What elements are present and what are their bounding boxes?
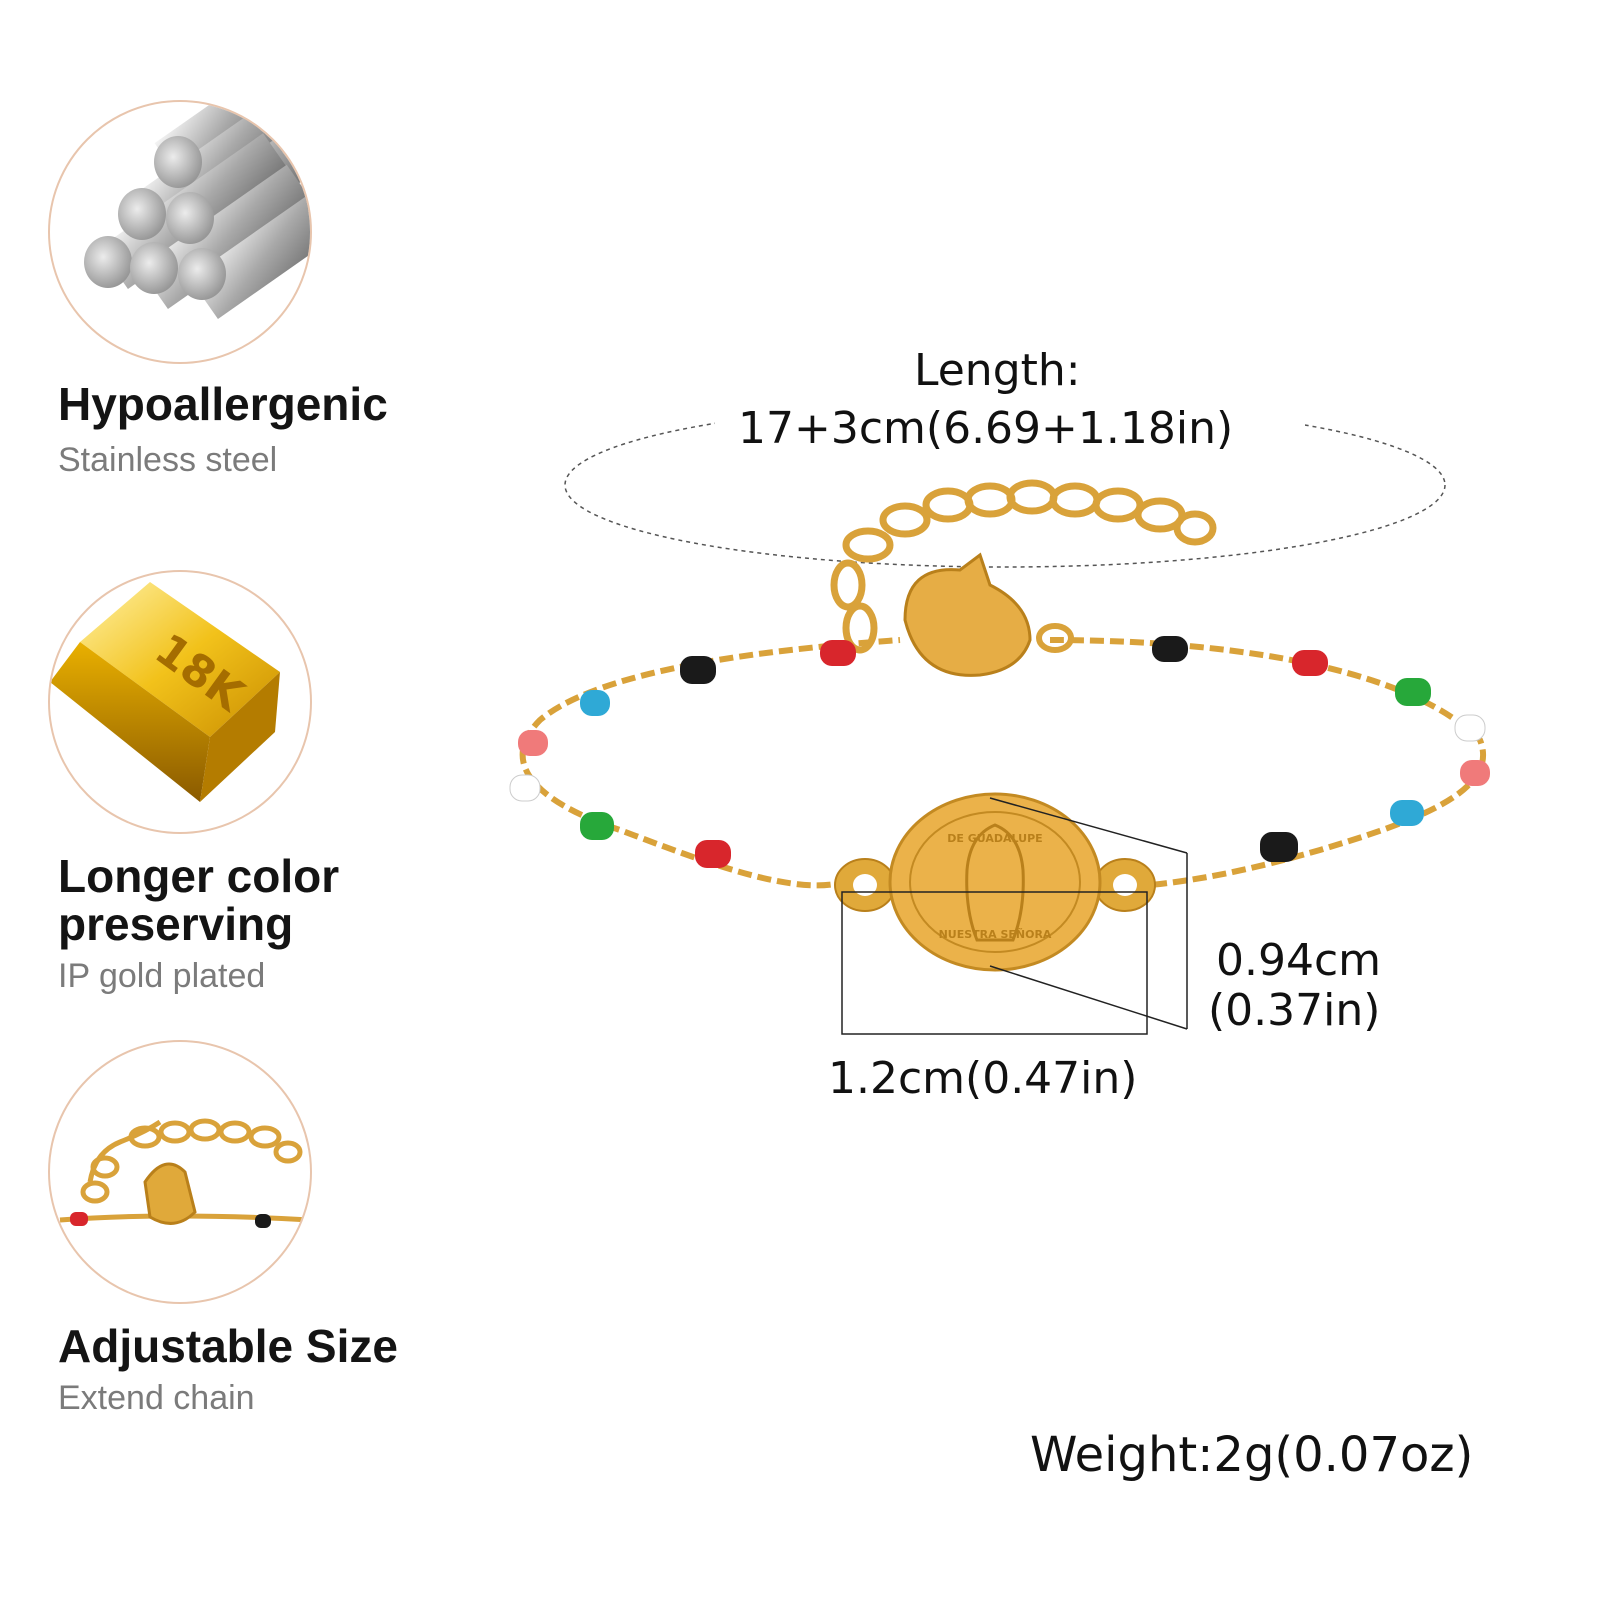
pendant-text-bottom: NUESTRA SEÑORA — [939, 928, 1052, 941]
extend-chain-icon — [48, 1040, 312, 1304]
gold-bar-icon: 18K — [48, 570, 312, 834]
dimension-guides — [841, 797, 1188, 1035]
enamel-beads — [509, 636, 1490, 868]
lobster-clasp — [903, 552, 1032, 677]
pendant-text-top: DE GUADALUPE — [947, 832, 1042, 845]
feature-title-adjustable-size: Adjustable Size — [58, 1320, 398, 1372]
feature-title-hypoallergenic: Hypoallergenic — [58, 378, 388, 430]
feature-subtitle-ip-gold: IP gold plated — [58, 957, 266, 995]
guadalupe-pendant: DE GUADALUPE NUESTRA SEÑORA — [834, 792, 1156, 972]
pendant-height: 0.94cm — [1216, 935, 1382, 986]
pendant-width: 1.2cm(0.47in) — [828, 1053, 1138, 1104]
feature-subtitle-extend-chain: Extend chain — [58, 1379, 255, 1417]
length-label: Length: — [914, 345, 1081, 396]
bracelet-illustration: DE GUADALUPE NUESTRA SEÑORA — [509, 395, 1490, 1035]
weight-label: Weight:2g(0.07oz) — [1030, 1427, 1474, 1483]
feature-subtitle-stainless-steel: Stainless steel — [58, 441, 278, 479]
length-value: 17+3cm(6.69+1.18in) — [738, 403, 1234, 454]
steel-rods-icon — [48, 100, 312, 364]
pendant-height-inches: (0.37in) — [1208, 985, 1381, 1036]
feature-title-color-preserving: Longer color preserving — [58, 850, 340, 950]
extender-chain — [830, 479, 1217, 654]
